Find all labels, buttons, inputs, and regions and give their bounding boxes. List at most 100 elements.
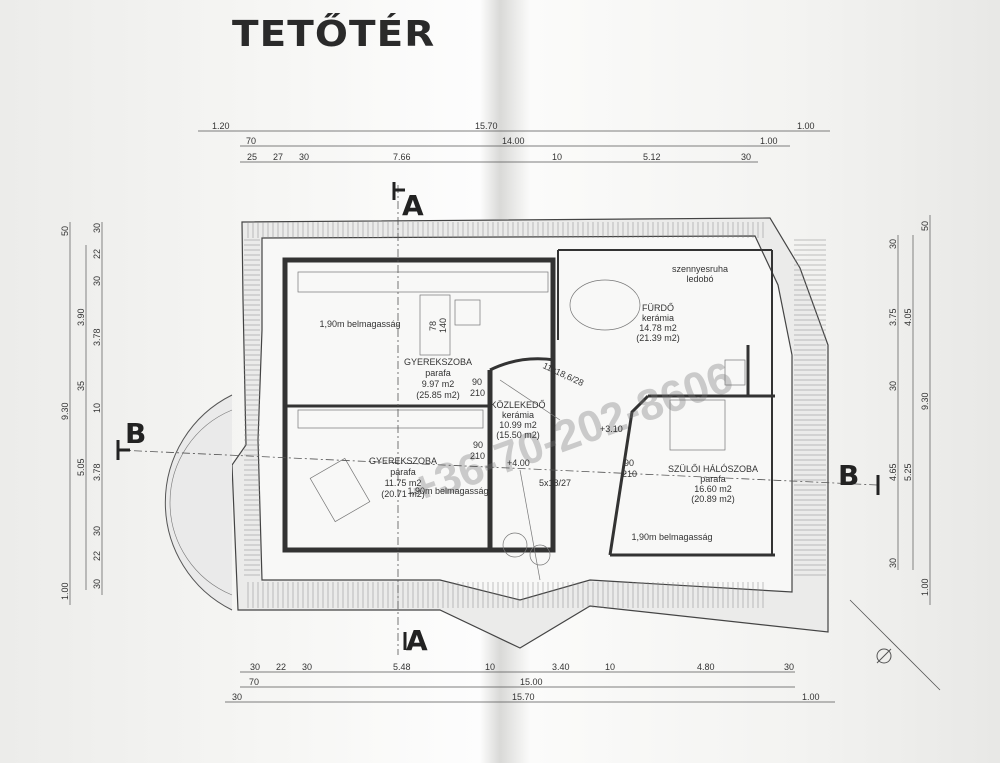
dim-bottom: 10	[485, 662, 495, 672]
dim-right: 9.30	[920, 392, 930, 410]
dim-bottom: 15.00	[520, 677, 543, 687]
top-dimensions: 1.20 15.70 1.00 70 14.00 1.00 25 27 30 7…	[212, 121, 815, 162]
dim-top: 25	[247, 152, 257, 162]
room-gyerekszoba-1: GYEREKSZOBA parafa 9.97 m2 (25.85 m2)	[404, 357, 472, 400]
room-gross-area: (20.89 m2)	[691, 494, 735, 504]
room-area: 16.60 m2	[694, 484, 732, 494]
dim-left: 22	[92, 249, 102, 259]
dim-top: 7.66	[393, 152, 411, 162]
dim-bottom: 10	[605, 662, 615, 672]
dim-right: 50	[920, 221, 930, 231]
door-width: 90	[473, 440, 483, 450]
room-floor: parafa	[390, 467, 416, 477]
stairs-label: 5x18/27	[539, 478, 571, 488]
dim-top: 1.00	[760, 136, 778, 146]
level-mark: +4.00	[507, 458, 530, 468]
dim-left: 3.90	[76, 308, 86, 326]
room-gyerekszoba-2: GYEREKSZOBA parafa 11.75 m2 (20.71 m2)	[369, 456, 437, 499]
section-markers: A A B B	[116, 182, 880, 657]
dim-top: 30	[299, 152, 309, 162]
section-a-top: A	[402, 189, 424, 222]
room-gross-area: (20.71 m2)	[381, 489, 425, 499]
headroom-note: 1,90m belmagasság	[319, 319, 400, 329]
dim-bottom: 1.00	[802, 692, 820, 702]
dim-top: 15.70	[475, 121, 498, 131]
terrace	[164, 394, 233, 611]
dim-right: 30	[888, 381, 898, 391]
walls	[282, 249, 775, 557]
dim-right: 5.25	[903, 463, 913, 481]
room-name: GYEREKSZOBA	[369, 456, 437, 466]
section-b-right: B	[838, 459, 859, 492]
window-width: 78	[428, 321, 438, 331]
dim-right: 30	[888, 558, 898, 568]
room-floor: parafa	[425, 368, 451, 378]
roof-hatching	[244, 222, 826, 608]
dim-bottom: 3.40	[552, 662, 570, 672]
dim-bottom: 22	[276, 662, 286, 672]
level-mark: +3.10	[600, 424, 623, 434]
dim-top: 30	[741, 152, 751, 162]
room-floor: kerámia	[502, 410, 534, 420]
dim-left: 35	[76, 381, 86, 391]
dim-left: 30	[92, 579, 102, 589]
left-dimensions: 50 9.30 1.00 3.90 35 5.05 30 22 30 3.78 …	[60, 223, 102, 600]
dim-left: 10	[92, 403, 102, 413]
room-kozlekedo: KÖZLEKEDŐ kerámia 10.99 m2 (15.50 m2)	[490, 400, 545, 440]
north-arrow-icon	[849, 599, 941, 691]
door-width: 90	[624, 458, 634, 468]
dim-bottom: 30	[784, 662, 794, 672]
laundry-chute-label: ledobó	[686, 274, 713, 284]
door-height: 210	[470, 451, 485, 461]
dim-right: 4.65	[888, 463, 898, 481]
dim-bottom: 30	[250, 662, 260, 672]
dim-bottom: 5.48	[393, 662, 411, 672]
room-furdo: FÜRDŐ kerámia 14.78 m2 (21.39 m2)	[636, 303, 680, 343]
dim-right: 3.75	[888, 308, 898, 326]
dim-left: 3.78	[92, 463, 102, 481]
inner-details	[297, 271, 746, 581]
dim-left: 30	[92, 223, 102, 233]
door-height: 210	[622, 469, 637, 479]
door-height: 210	[470, 388, 485, 398]
page-title: TETŐTÉR	[232, 14, 436, 55]
dim-top: 10	[552, 152, 562, 162]
dim-bottom: 15.70	[512, 692, 535, 702]
room-name: KÖZLEKEDŐ	[490, 400, 545, 410]
dim-bottom: 30	[232, 692, 242, 702]
room-area: 9.97 m2	[422, 379, 455, 389]
headroom-note: 1,90m belmagasság	[631, 532, 712, 542]
room-area: 11.75 m2	[385, 478, 422, 488]
dim-bottom: 30	[302, 662, 312, 672]
room-gross-area: (15.50 m2)	[496, 430, 540, 440]
window-height: 140	[438, 318, 448, 333]
dim-left: 50	[60, 226, 70, 236]
dim-top: 1.00	[797, 121, 815, 131]
bottom-dimensions: 30 22 30 5.48 10 3.40 10 4.80 30 70 15.0…	[232, 662, 820, 702]
laundry-chute-label: szennyesruha	[672, 264, 728, 274]
section-a-bottom: A	[406, 624, 428, 657]
room-name: SZÜLŐI HÁLÓSZOBA	[668, 464, 758, 474]
dim-bottom: 70	[249, 677, 259, 687]
dim-right: 30	[888, 239, 898, 249]
room-gross-area: (21.39 m2)	[636, 333, 680, 343]
room-floor: kerámia	[642, 313, 674, 323]
room-area: 10.99 m2	[499, 420, 537, 430]
room-floor: parafa	[700, 474, 726, 484]
room-area: 14.78 m2	[639, 323, 677, 333]
dim-top: 27	[273, 152, 283, 162]
dim-left: 30	[92, 276, 102, 286]
section-b-left: B	[125, 417, 146, 450]
dim-bottom: 4.80	[697, 662, 715, 672]
room-name: FÜRDŐ	[642, 303, 674, 313]
room-name: GYEREKSZOBA	[404, 357, 472, 367]
headroom-note: 1,90m belmagasság	[407, 486, 488, 496]
dim-left: 30	[92, 526, 102, 536]
door-width: 90	[472, 377, 482, 387]
dim-left: 9.30	[60, 402, 70, 420]
dim-top: 70	[246, 136, 256, 146]
dim-left: 3.78	[92, 328, 102, 346]
dim-left: 5.05	[76, 458, 86, 476]
dim-left: 1.00	[60, 582, 70, 600]
